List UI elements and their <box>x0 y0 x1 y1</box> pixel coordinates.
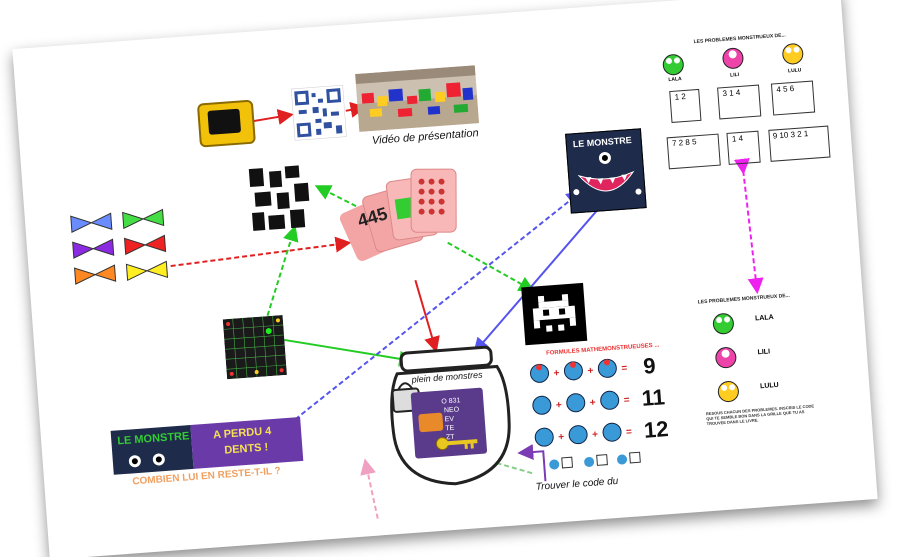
monster-mouth-image <box>573 151 642 196</box>
problems-bottom-panel: LES PROBLEMES MONSTRUEUX DE... LALA LILI… <box>698 289 848 439</box>
key-icon <box>435 437 478 451</box>
card-dots <box>410 168 457 233</box>
arrow-pink-up <box>360 458 379 519</box>
problems-grid-3-text: 4 5 6 <box>776 83 795 95</box>
problems-top-panel: LES PROBLEMES MONSTRUEUX DE... LALA LILI… <box>654 30 834 182</box>
bowtie-orange <box>74 264 117 285</box>
equations-panel: FORMULES MATHEMONSTRUEUSES ... ++= ++= +… <box>526 341 685 477</box>
tablet-image <box>196 99 256 148</box>
problems-grid-5: 1 4 <box>726 130 761 165</box>
connector-layer <box>170 102 764 519</box>
bowtie-red <box>123 234 167 256</box>
problems-top-name-1: LALA <box>668 76 682 84</box>
jar-grid-row-1: O 831 <box>441 397 461 406</box>
video-thumbnail[interactable] <box>355 65 480 132</box>
arrow-tablet-to-qr <box>248 109 294 125</box>
equation-result-2: 11 <box>640 384 666 411</box>
svg-text:+: + <box>592 429 599 440</box>
space-invader-image <box>521 282 588 346</box>
arrow-problems-link <box>733 158 764 295</box>
problems-top-name-2: LILI <box>730 71 740 79</box>
arrow-banner-to-monster <box>294 190 583 421</box>
number-cards-image: 445 <box>337 166 468 265</box>
problems-grid-5-text: 1 4 <box>731 133 744 144</box>
banner-lost-line1: A PERDU 4 <box>212 425 272 442</box>
problems-grid-4: 7 2 8 5 <box>666 133 721 170</box>
mindmap-board: Vidéo de présentation 445 <box>12 0 878 557</box>
bowtie-keys-image <box>70 208 169 285</box>
video-toys-image <box>355 65 480 132</box>
puzzle-pieces-image <box>248 165 310 231</box>
problems-grid-4-text: 7 2 8 5 <box>671 137 697 149</box>
banner-left-panel: LE MONSTRE <box>110 425 194 475</box>
problems-bottom-name-3: LULU <box>759 381 779 391</box>
problems-top-name-3: LULU <box>787 67 802 75</box>
monster-card-title: LE MONSTRE <box>572 134 633 150</box>
problems-top-monsters-image <box>662 43 804 76</box>
equation-result-3: 12 <box>643 416 670 443</box>
jar-grid-row-2: NEO <box>443 406 460 415</box>
svg-text:=: = <box>621 363 628 374</box>
game-board-image <box>222 315 287 380</box>
problems-grid-2-text: 3 1 4 <box>722 87 741 99</box>
arrow-cards-to-jar <box>414 279 440 353</box>
svg-text:+: + <box>589 397 596 408</box>
svg-text:=: = <box>623 395 630 406</box>
bowtie-purple <box>72 238 115 259</box>
banner-eyes-icon <box>128 453 165 468</box>
problems-bottom-name-2: LILI <box>757 348 771 357</box>
monster-card: LE MONSTRE <box>565 128 647 214</box>
equations-monsters-image: + + = + + = + + = <box>530 358 641 470</box>
tablet-screen <box>207 108 242 135</box>
monster-jar: plein de monstres O 831 NEO EV TE ZT <box>376 343 526 493</box>
jar-grid-row-3: EV <box>444 415 455 424</box>
wallet-icon <box>418 412 444 433</box>
svg-text:+: + <box>556 400 563 411</box>
problems-grid-1-text: 1 2 <box>674 91 687 102</box>
jar-grid-panel: O 831 NEO EV TE ZT <box>410 387 488 459</box>
problems-grid-2: 3 1 4 <box>717 84 762 120</box>
qr-code-image <box>291 84 347 141</box>
problems-grid-6-text: 9 10 3 2 1 <box>772 129 809 141</box>
svg-text:=: = <box>626 427 633 438</box>
problems-grid-6: 9 10 3 2 1 <box>768 125 831 162</box>
arrow-board-to-puzzle <box>264 225 299 324</box>
bowtie-yellow <box>125 260 169 282</box>
arrow-monster-to-jar <box>473 205 602 354</box>
bowtie-green <box>122 208 165 230</box>
bowtie-blue <box>70 212 113 233</box>
problems-bottom-monsters-image <box>712 313 739 403</box>
svg-text:+: + <box>558 432 565 443</box>
problems-grid-1: 1 2 <box>669 88 702 124</box>
banner-right-panel: A PERDU 4 DENTS ! <box>190 416 304 469</box>
problems-bottom-name-1: LALA <box>754 314 774 323</box>
problems-grid-3: 4 5 6 <box>770 80 816 116</box>
arrow-keys-to-cards <box>170 236 352 268</box>
arrow-code-to-jar <box>517 444 547 482</box>
equation-result-1: 9 <box>642 352 657 379</box>
banner-title: LE MONSTRE <box>116 430 190 448</box>
arrow-board-to-jar <box>284 338 416 367</box>
svg-text:+: + <box>587 365 594 376</box>
banner-lost-line2: DENTS ! <box>223 441 269 457</box>
svg-text:+: + <box>553 368 560 379</box>
monster-banner: LE MONSTRE A PERDU 4 DENTS ! COMBIEN LUI… <box>110 416 304 487</box>
